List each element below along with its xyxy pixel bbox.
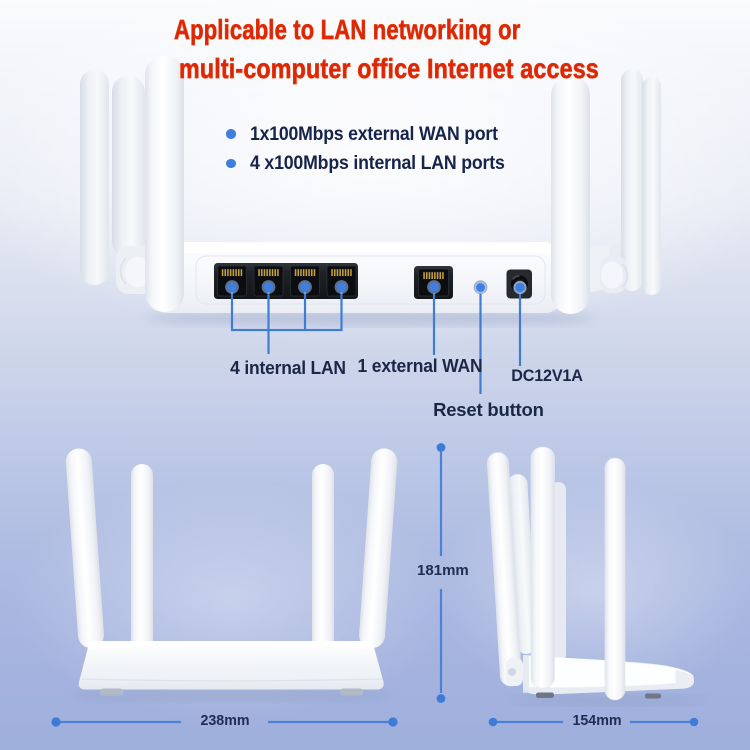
width-dim-dot-right — [388, 717, 398, 727]
router-side-antenna-front-blade — [486, 452, 522, 687]
router-side-body-nose-cap — [675, 670, 694, 689]
pins-lan2 — [258, 269, 279, 276]
router-back-antenna-left-middle — [112, 76, 145, 258]
router-back-shadow — [145, 310, 595, 326]
height-dim-dot-bottom — [436, 694, 446, 703]
lan-port-label: 4 internal LAN — [229, 358, 346, 379]
router-front-antenna-inner-right — [312, 464, 334, 652]
router-front-antenna-outer-right — [359, 448, 398, 649]
lan-bracket-line — [230, 292, 343, 332]
router-front-view — [65, 448, 398, 702]
height-dim-dot-top — [436, 443, 446, 452]
router-side-antenna-mid — [530, 446, 555, 689]
port-gold-pins — [221, 269, 444, 279]
router-front-shadow — [71, 688, 391, 702]
lan1-marker-dot — [225, 280, 239, 294]
width-dim-dot-left — [51, 717, 61, 727]
router-front-antenna-inner-left — [131, 464, 153, 652]
lan-port-block — [214, 263, 358, 299]
feature-text-2: 4 x100Mbps internal LAN ports — [250, 153, 505, 175]
wan-marker-dot — [427, 280, 441, 294]
annotation-lines — [230, 292, 522, 394]
reset-button-label: Reset button — [433, 399, 544, 420]
router-front-body-seam — [81, 678, 382, 682]
router-side-view — [486, 446, 708, 706]
router-side-hinge — [506, 658, 523, 686]
dc-marker-dot — [513, 280, 527, 295]
pins-lan4 — [331, 269, 352, 276]
lan3-marker-dot — [298, 280, 312, 294]
pins-lan3 — [294, 269, 316, 276]
router-front-feet — [100, 688, 363, 696]
feature-text-1: 1x100Mbps external WAN port — [250, 124, 498, 145]
wan-port-label: 1 external WAN — [357, 356, 483, 376]
router-back-hinge-right — [586, 244, 629, 293]
dimension-dots — [51, 443, 699, 727]
depth-dimension-label: 154mm — [572, 711, 622, 729]
router-front-antenna-outer-left — [65, 448, 104, 649]
heading-line-1: Applicable to LAN networking or — [174, 14, 521, 46]
height-dimension-label: 181mm — [417, 562, 469, 580]
router-back-antenna-right-outer — [642, 77, 661, 295]
router-front-body-top-face — [87, 641, 375, 649]
router-back-antenna-right-middle — [621, 69, 643, 291]
heading-line-2: multi-computer office Internet access — [179, 52, 599, 84]
lan4-marker-dot — [334, 280, 349, 294]
dimension-lines — [56, 452, 694, 724]
width-dimension-label: 238mm — [200, 711, 250, 729]
router-side-body-back-edge — [523, 655, 529, 693]
depth-dim-dot-left — [488, 717, 498, 727]
port-marker-dots — [225, 280, 527, 295]
router-back-antenna-left-outer — [80, 70, 109, 285]
pins-lan1 — [221, 269, 243, 276]
router-back-antenna-left-front — [145, 56, 184, 312]
router-side-antenna-right — [604, 457, 626, 701]
lan2-marker-dot — [261, 280, 276, 294]
depth-dim-dot-right — [689, 717, 699, 727]
feature-bullet-2 — [226, 158, 236, 169]
dc-power-label: DC12V1A — [511, 365, 583, 385]
router-side-body-bottom-band — [523, 683, 686, 695]
feature-bullet-1 — [226, 129, 236, 139]
router-front-body — [78, 641, 384, 690]
router-back-body-top-highlight — [154, 244, 558, 253]
router-back-antenna-right-front — [551, 76, 590, 314]
router-back-view — [80, 56, 661, 326]
pins-wan — [423, 272, 444, 279]
reset-marker-dot — [474, 281, 487, 294]
router-side-feet — [536, 692, 661, 699]
